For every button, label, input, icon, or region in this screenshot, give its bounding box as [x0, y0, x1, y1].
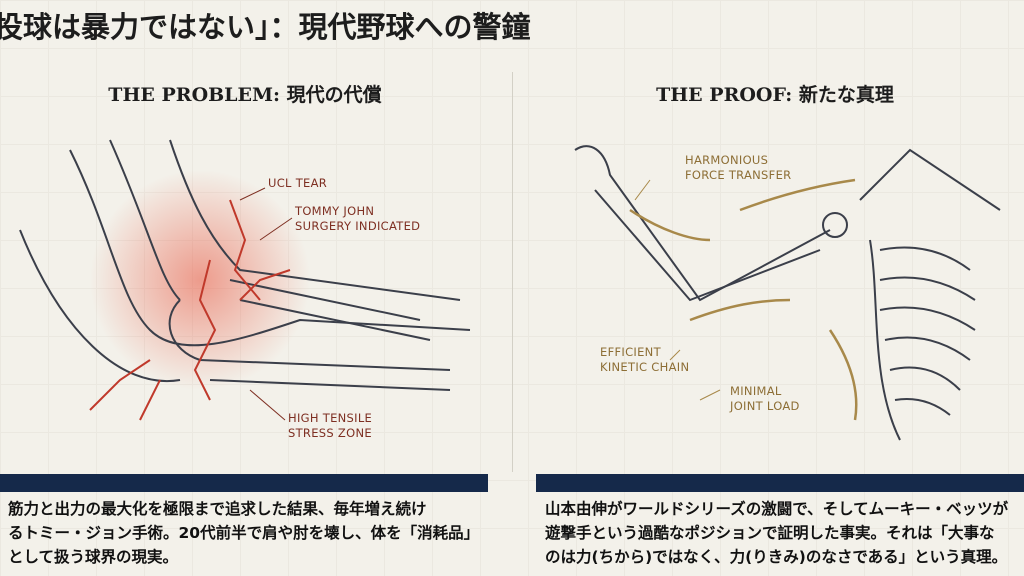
- label-stress-2: STRESS ZONE: [288, 426, 372, 440]
- problem-line: 筋力と出力の最大化を極限まで追求した結果、毎年増え続け: [8, 500, 427, 518]
- arm-skeleton-illustration: [574, 145, 1001, 441]
- label-tommy-john-2: SURGERY INDICATED: [295, 219, 421, 233]
- label-minimal-1: MINIMAL: [730, 384, 782, 398]
- label-harmonious-2: FORCE TRANSFER: [685, 168, 792, 182]
- label-ucl-tear: UCL TEAR: [268, 176, 328, 190]
- proof-heading: THE PROOF: 新たな真理: [656, 84, 894, 106]
- proof-line: のは力(ちから)ではなく、力(りきみ)のなさである」という真理。: [545, 548, 1008, 566]
- label-stress-1: HIGH TENSILE: [288, 411, 373, 425]
- proof-line: 山本由伸がワールドシリーズの激闘で、そしてムーキー・ベッツが: [545, 500, 1009, 518]
- problem-body: 筋力と出力の最大化を極限まで追求した結果、毎年増え続け るトミー・ジョン手術。2…: [8, 497, 479, 569]
- problem-line: るトミー・ジョン手術。20代前半で肩や肘を壊し、体を「消耗品」: [8, 524, 480, 542]
- label-efficient-2: KINETIC CHAIN: [600, 360, 690, 374]
- proof-body: 山本由伸がワールドシリーズの激闘で、そしてムーキー・ベッツが 遊撃手という過酷な…: [545, 497, 1008, 569]
- leader-lines: [239, 187, 293, 421]
- right-navy-bar: [536, 474, 1024, 492]
- problem-line: として扱う球界の現実。: [8, 548, 179, 566]
- elbow-illustration: [19, 139, 471, 391]
- problem-heading: THE PROBLEM: 現代の代償: [108, 84, 382, 106]
- label-minimal-2: JOINT LOAD: [730, 399, 800, 413]
- label-tommy-john-1: TOMMY JOHN: [295, 204, 375, 218]
- label-harmonious-1: HARMONIOUS: [685, 153, 769, 167]
- page-title: 投球は暴力ではない」：現代野球への警鐘: [0, 10, 531, 44]
- center-divider: [512, 72, 513, 472]
- proof-line: 遊撃手という過酷なポジションで証明した事実。それは「大事な: [545, 524, 995, 542]
- injury-cracks: [89, 199, 291, 421]
- force-arrows: [629, 178, 858, 421]
- left-navy-bar: [0, 474, 488, 492]
- label-efficient-1: EFFICIENT: [600, 345, 661, 359]
